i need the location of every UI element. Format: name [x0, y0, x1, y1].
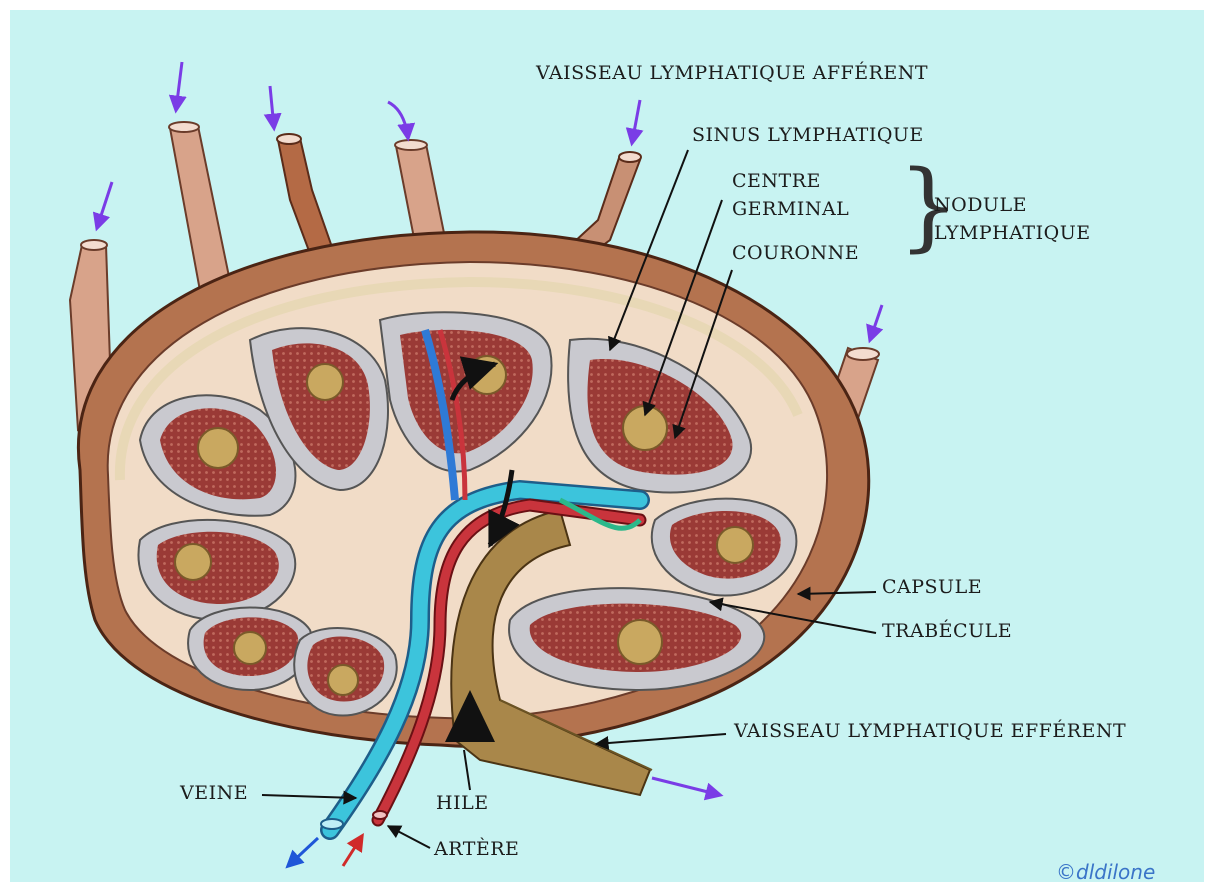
credit-watermark: ©dldilone — [1056, 860, 1155, 884]
label-nodule-line2: LYMPHATIQUE — [934, 222, 1091, 245]
label-efferent-vessel: VAISSEAU LYMPHATIQUE EFFÉRENT — [734, 720, 1126, 743]
label-lymphatic-sinus: SINUS LYMPHATIQUE — [692, 124, 924, 147]
label-hilum: HILE — [436, 792, 489, 815]
label-crown: COURONNE — [732, 242, 859, 265]
label-nodule-line1: NODULE — [934, 194, 1027, 217]
label-artery: ARTÈRE — [434, 838, 519, 861]
label-germinal-center-line2: GERMINAL — [732, 198, 849, 221]
label-germinal-center-line1: CENTRE — [732, 170, 821, 193]
label-capsule: CAPSULE — [882, 576, 982, 599]
label-vein: VEINE — [180, 782, 248, 805]
label-trabecula: TRABÉCULE — [882, 620, 1012, 643]
label-afferent-vessel: VAISSEAU LYMPHATIQUE AFFÉRENT — [536, 62, 928, 85]
